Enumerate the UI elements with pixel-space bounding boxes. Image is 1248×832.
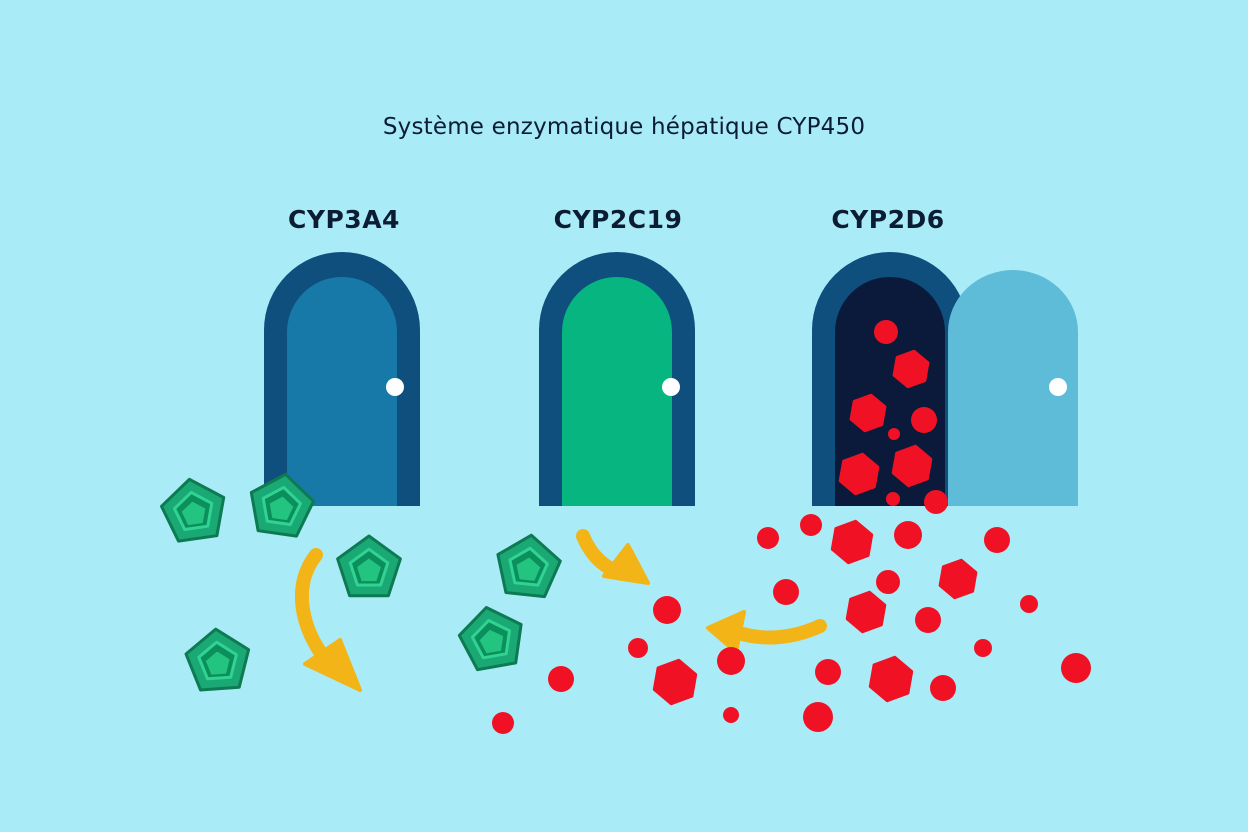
red-dot-molecule-icon — [800, 514, 822, 536]
door-label-cyp2c19: CYP2C19 — [553, 205, 683, 234]
door-label-cyp2d6: CYP2D6 — [831, 205, 945, 234]
red-dot-molecule-icon — [886, 492, 900, 506]
door-knob-icon — [1049, 378, 1067, 396]
door-knob-icon — [662, 378, 680, 396]
red-dot-molecule-icon — [876, 570, 900, 594]
red-hexagon-molecule-icon — [892, 349, 930, 389]
red-dot-molecule-icon — [757, 527, 779, 549]
red-dot-molecule-icon — [803, 702, 833, 732]
pentagon-molecule-icon — [496, 533, 562, 599]
door-knob-icon — [386, 378, 404, 396]
red-dot-molecule-icon — [548, 666, 574, 692]
pentagon-molecule-icon — [249, 472, 315, 538]
red-hexagon-molecule-icon — [652, 658, 698, 706]
diagram-title: Système enzymatique hépatique CYP450 — [382, 114, 866, 140]
red-dot-molecule-icon — [653, 596, 681, 624]
pentagon-molecule-icon — [336, 534, 402, 598]
red-hexagon-molecule-icon — [868, 655, 914, 703]
red-dot-molecule-icon — [984, 527, 1010, 553]
red-dot-molecule-icon — [874, 320, 898, 344]
red-dot-molecule-icon — [773, 579, 799, 605]
door-cyp2c19 — [539, 252, 695, 506]
red-dot-molecule-icon — [924, 490, 948, 514]
red-dot-molecule-icon — [723, 707, 739, 723]
curved-arrow-icon — [706, 610, 827, 654]
red-hexagon-molecule-icon — [938, 558, 978, 600]
red-dot-molecule-icon — [915, 607, 941, 633]
red-dot-molecule-icon — [930, 675, 956, 701]
door-label-cyp3a4: CYP3A4 — [288, 205, 400, 234]
red-dot-molecule-icon — [815, 659, 841, 685]
red-dot-molecule-icon — [894, 521, 922, 549]
red-dot-molecule-icon — [974, 639, 992, 657]
door-cyp3a4 — [264, 252, 420, 506]
door-open-leaf — [948, 270, 1078, 506]
red-dot-molecule-icon — [1020, 595, 1038, 613]
red-hexagon-molecule-icon — [891, 444, 933, 488]
red-dot-molecule-icon — [1061, 653, 1091, 683]
red-dot-molecule-icon — [717, 647, 745, 675]
curved-arrow-icon — [294, 548, 362, 692]
red-dot-molecule-icon — [911, 407, 937, 433]
red-dot-molecule-icon — [628, 638, 648, 658]
red-dot-molecule-icon — [492, 712, 514, 734]
pentagon-molecule-icon — [457, 606, 523, 672]
red-hexagon-molecule-icon — [845, 590, 887, 634]
curved-arrow-icon — [576, 529, 650, 585]
red-hexagon-molecule-icon — [849, 393, 887, 433]
pentagon-molecule-icon — [160, 477, 226, 543]
red-dot-molecule-icon — [888, 428, 900, 440]
red-hexagon-molecule-icon — [838, 452, 880, 496]
red-hexagon-molecule-icon — [830, 519, 874, 565]
pentagon-molecule-icon — [184, 627, 251, 692]
